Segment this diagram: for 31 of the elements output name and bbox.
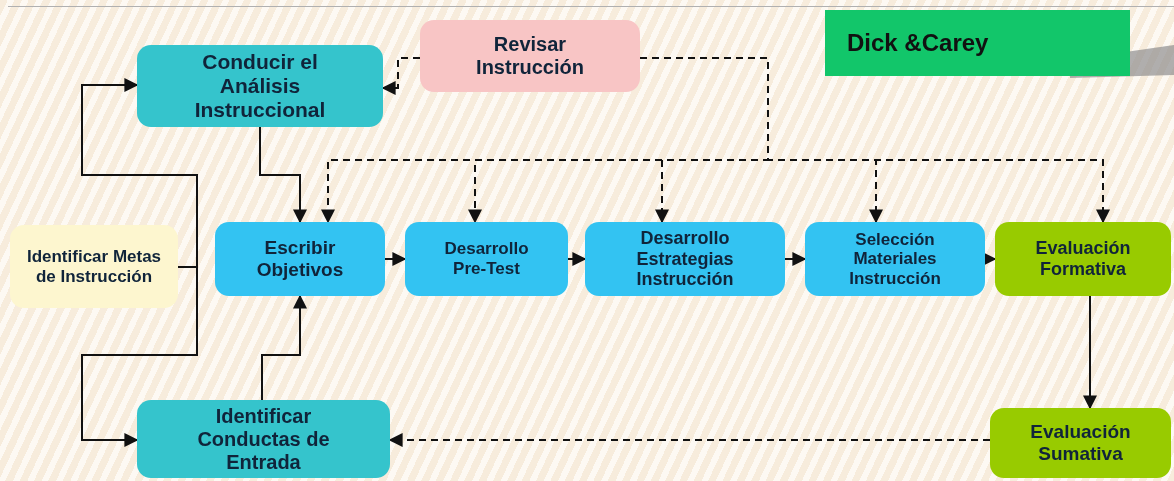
process-box bbox=[990, 408, 1171, 478]
arrow bbox=[261, 294, 307, 401]
box-label: Identificar Metas de Instrucción bbox=[26, 246, 162, 287]
process-box bbox=[585, 222, 785, 296]
box-label: Conducir el Análisis Instruccional bbox=[193, 49, 327, 123]
arrow bbox=[1083, 295, 1097, 410]
arrow bbox=[567, 252, 587, 266]
box-label: Revisar Instrucción bbox=[475, 33, 585, 79]
process-box bbox=[995, 222, 1171, 296]
arrow bbox=[784, 252, 807, 266]
process-box bbox=[805, 222, 985, 296]
process-box bbox=[137, 45, 383, 127]
box-label: Desarrollo Estrategias Instrucción bbox=[635, 227, 735, 291]
arrow bbox=[384, 252, 407, 266]
arrow bbox=[81, 266, 198, 447]
box-label: Escribir Objetivos bbox=[255, 237, 345, 281]
box-label: Evaluación Formativa bbox=[1034, 238, 1132, 280]
process-box bbox=[405, 222, 568, 296]
box-label: Desarrollo Pre-Test bbox=[443, 239, 530, 279]
arrow bbox=[388, 433, 991, 447]
arrow bbox=[381, 57, 421, 95]
title-banner: Dick &Carey bbox=[825, 10, 1130, 76]
arrow bbox=[81, 78, 198, 268]
box-label: Evaluación Sumativa bbox=[1029, 421, 1132, 465]
process-box bbox=[10, 225, 178, 308]
box-label: Selección Materiales Instrucción bbox=[848, 229, 942, 289]
arrow bbox=[259, 126, 307, 224]
box-label: Identificar Conductas de Entrada bbox=[196, 404, 331, 474]
process-box bbox=[137, 400, 390, 478]
process-box bbox=[420, 20, 640, 92]
process-box bbox=[215, 222, 385, 296]
